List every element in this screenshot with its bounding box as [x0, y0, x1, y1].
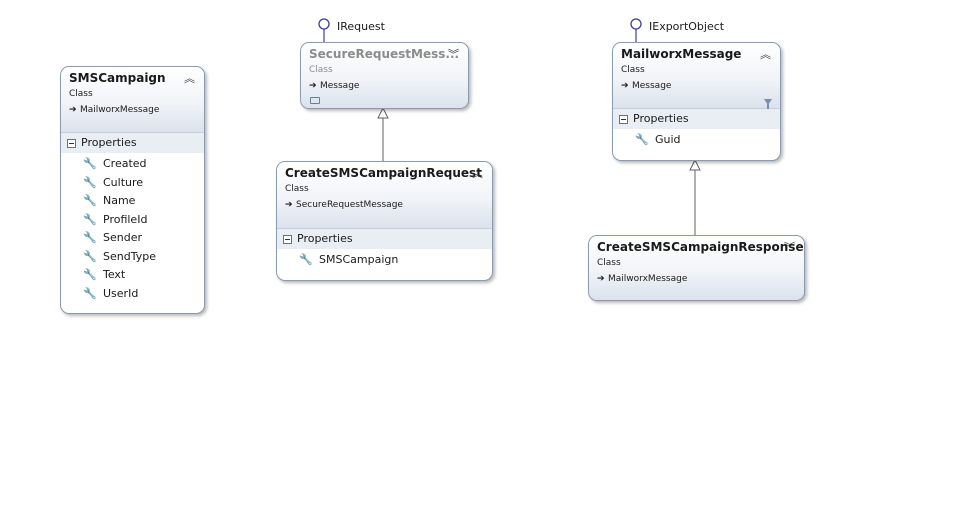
property-list: 🔧 SMSCampaign — [277, 249, 492, 274]
class-secure-request-message[interactable]: SecureRequestMess... Class ➔Message ︾ — [300, 42, 469, 109]
base-type-label: MailworxMessage — [608, 274, 688, 284]
property-item[interactable]: 🔧 Created — [61, 155, 204, 174]
property-name: SMSCampaign — [319, 253, 399, 266]
class-name: SecureRequestMess... — [309, 47, 460, 61]
wrench-icon: 🔧 — [635, 133, 649, 146]
interface-lollipop-iexportobject — [630, 18, 642, 42]
filter-icon[interactable] — [764, 99, 772, 109]
interface-lollipop-irequest — [318, 18, 330, 42]
class-kind: Class — [621, 65, 645, 75]
base-type: ➔Message — [309, 81, 460, 92]
inherits-arrow-icon: ➔ — [597, 274, 605, 284]
wrench-icon: 🔧 — [83, 268, 97, 281]
class-name: MailworxMessage — [621, 47, 742, 61]
class-name: CreateSMSCampaignRequest — [285, 166, 482, 180]
inherits-arrow-icon: ➔ — [285, 200, 293, 210]
property-item[interactable]: 🔧 Culture — [61, 174, 204, 193]
section-label: Properties — [297, 232, 353, 245]
class-create-sms-campaign-request[interactable]: CreateSMSCampaignRequest Class ➔SecureRe… — [276, 161, 493, 281]
class-kind: Class — [69, 89, 93, 99]
wrench-icon: 🔧 — [299, 253, 313, 266]
section-label: Properties — [633, 112, 689, 125]
inherits-arrow-icon: ➔ — [309, 81, 317, 91]
inheritance-response-to-mailworx — [689, 158, 701, 235]
property-item[interactable]: 🔧 Text — [61, 266, 204, 285]
property-item[interactable]: 🔧 SMSCampaign — [277, 251, 492, 270]
wrench-icon: 🔧 — [83, 286, 97, 300]
interface-label-iexportobject: IExportObject — [649, 20, 725, 33]
property-name: SendType — [103, 249, 156, 263]
wrench-icon: 🔧 — [83, 157, 97, 170]
wrench-icon: 🔧 — [83, 231, 97, 244]
base-type-label: Message — [320, 81, 360, 91]
inheritance-request-to-secure — [377, 106, 389, 161]
base-type-label: Message — [632, 81, 672, 91]
property-name: UserId — [103, 286, 139, 300]
wrench-icon: 🔧 — [83, 212, 97, 226]
property-item[interactable]: 🔧 ProfileId — [61, 211, 204, 230]
wrench-icon: 🔧 — [83, 175, 97, 189]
abstract-marker-icon — [310, 97, 320, 104]
base-type: ➔SecureRequestMessage — [285, 200, 484, 211]
properties-section-header[interactable]: Properties — [61, 132, 204, 153]
section-label: Properties — [81, 136, 137, 149]
property-name: Created — [103, 157, 147, 170]
property-list: 🔧 Guid — [613, 129, 780, 154]
class-name: CreateSMSCampaignResponse — [597, 240, 804, 254]
class-header[interactable]: MailworxMessage Class ➔Message ︽ — [613, 43, 780, 109]
base-type: ➔MailworxMessage — [69, 105, 196, 116]
class-create-sms-campaign-response[interactable]: CreateSMSCampaignResponse Class ➔Mailwor… — [588, 235, 805, 301]
property-name: Culture — [103, 175, 144, 189]
property-item[interactable]: 🔧 SendType — [61, 248, 204, 267]
property-item[interactable]: 🔧 Name — [61, 192, 204, 211]
class-kind: Class — [309, 65, 333, 75]
property-name: ProfileId — [103, 212, 148, 226]
base-type-label: MailworxMessage — [80, 105, 160, 115]
collapse-minus-icon[interactable] — [619, 114, 628, 124]
base-type: ➔Message — [621, 81, 772, 92]
property-list: 🔧 Created 🔧 Culture 🔧 Name 🔧 ProfileId 🔧 Send… — [61, 153, 204, 307]
collapse-chevron-icon[interactable]: ︽ — [184, 72, 195, 85]
collapse-minus-icon[interactable] — [283, 234, 292, 244]
interface-label-irequest: IRequest — [337, 20, 385, 33]
collapse-minus-icon[interactable] — [67, 138, 76, 148]
class-header[interactable]: CreateSMSCampaignRequest Class ➔SecureRe… — [277, 162, 492, 228]
class-sms-campaign[interactable]: SMSCampaign Class ➔MailworxMessage ︽ Pro… — [60, 66, 205, 314]
collapse-chevron-icon[interactable]: ︽ — [472, 167, 483, 180]
class-header[interactable]: SecureRequestMess... Class ➔Message ︾ — [301, 43, 468, 108]
class-mailworx-message[interactable]: MailworxMessage Class ➔Message ︽ Propert… — [612, 42, 781, 161]
collapse-chevron-icon[interactable]: ︽ — [760, 48, 771, 61]
base-type: ➔MailworxMessage — [597, 274, 796, 285]
property-item[interactable]: 🔧 Guid — [613, 131, 780, 150]
property-name: Text — [103, 268, 126, 281]
wrench-icon: 🔧 — [83, 194, 97, 207]
expand-chevron-icon[interactable]: ︾ — [448, 48, 459, 61]
class-name: SMSCampaign — [69, 71, 166, 85]
properties-section-header[interactable]: Properties — [277, 228, 492, 249]
class-kind: Class — [285, 184, 309, 194]
wrench-icon: 🔧 — [83, 249, 97, 263]
inherits-arrow-icon: ➔ — [69, 105, 77, 115]
property-name: Guid — [655, 133, 681, 146]
expand-chevron-icon[interactable]: ︾ — [784, 241, 795, 254]
inherits-arrow-icon: ➔ — [621, 81, 629, 91]
class-kind: Class — [597, 258, 621, 268]
class-header[interactable]: SMSCampaign Class ➔MailworxMessage ︽ — [61, 67, 204, 132]
property-name: Name — [103, 194, 136, 207]
property-item[interactable]: 🔧 UserId — [61, 285, 204, 304]
class-header[interactable]: CreateSMSCampaignResponse Class ➔Mailwor… — [589, 236, 804, 300]
properties-section-header[interactable]: Properties — [613, 108, 780, 129]
property-name: Sender — [103, 231, 142, 244]
base-type-label: SecureRequestMessage — [296, 200, 403, 210]
property-item[interactable]: 🔧 Sender — [61, 229, 204, 248]
